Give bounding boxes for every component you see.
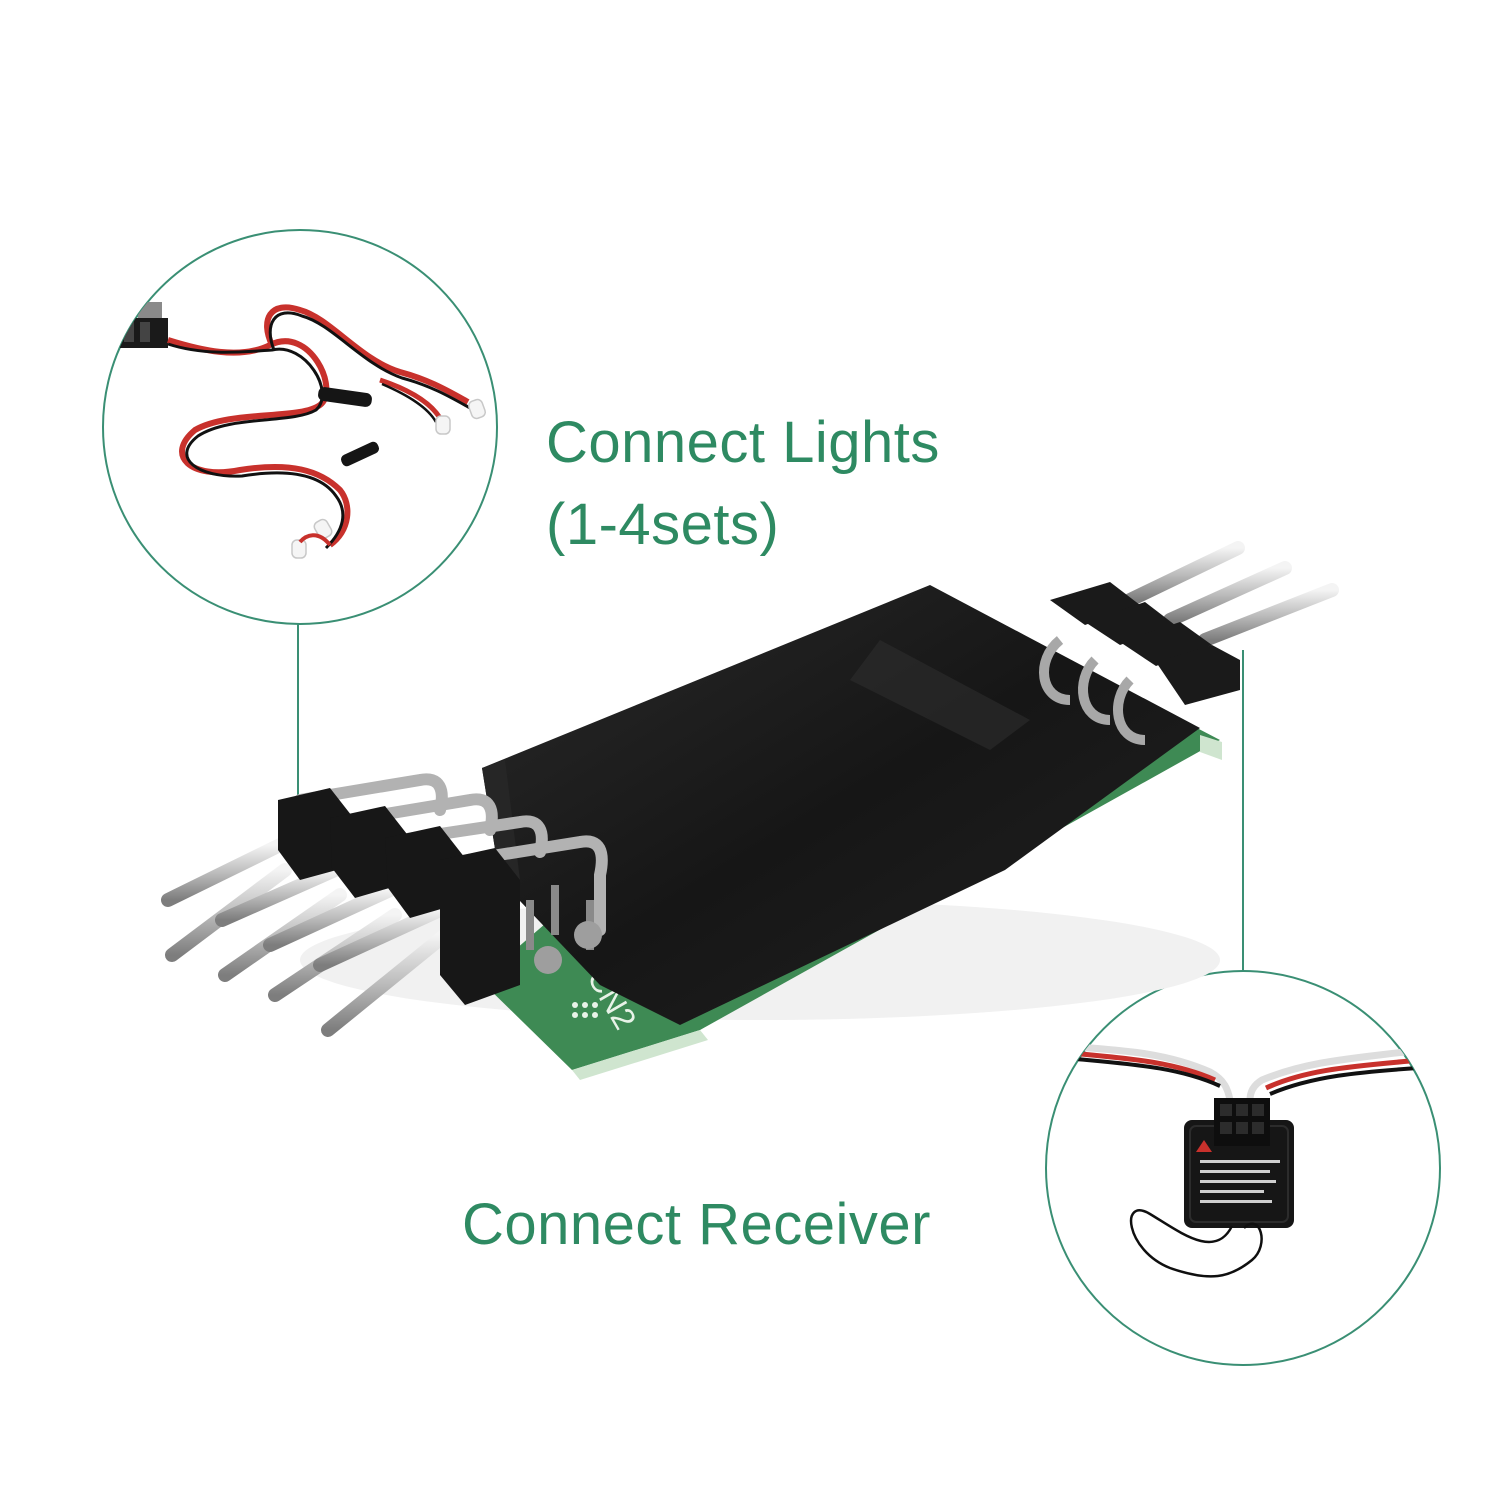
lights-callout: [102, 229, 498, 870]
receiver-pin-header: [1039, 541, 1339, 745]
lights-pin-header: [161, 773, 608, 1037]
receiver-photo: [1049, 1041, 1421, 1278]
led-harness-photo: [120, 302, 486, 559]
receiver-callout: [1045, 650, 1441, 1366]
connect-lights-label: Connect Lights: [546, 410, 940, 475]
light-controller-module: CN2: [161, 541, 1339, 1080]
connect-receiver-label: Connect Receiver: [462, 1192, 931, 1257]
connect-lights-sets-label: (1-4sets): [546, 492, 780, 557]
heatshrink-body: [482, 585, 1200, 1025]
